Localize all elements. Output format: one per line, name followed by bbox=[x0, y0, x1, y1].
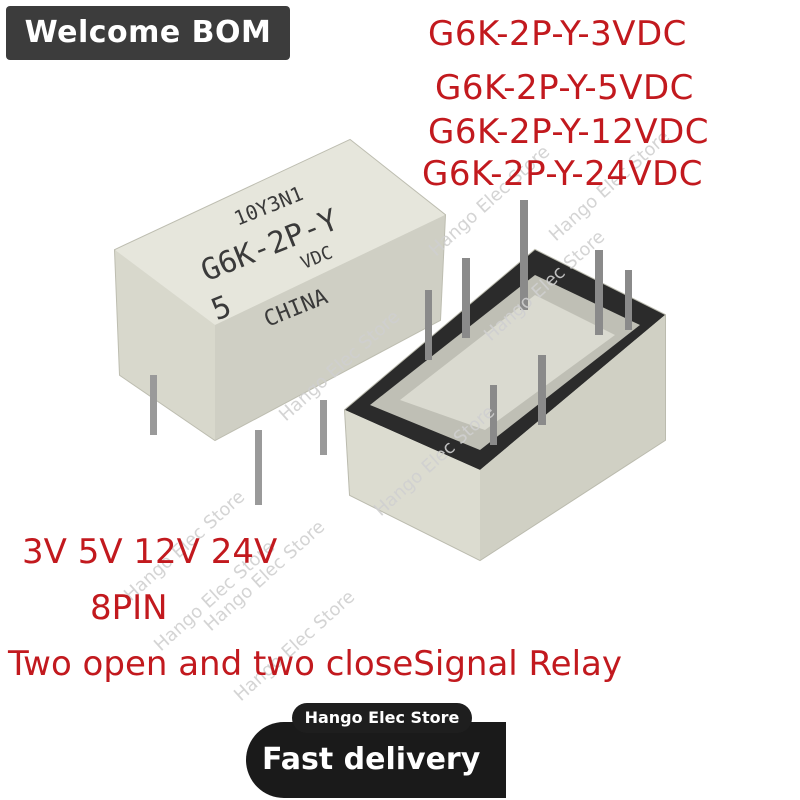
product-description: Two open and two closeSignal Relay bbox=[8, 644, 622, 684]
model-12vdc: G6K-2P-Y-12VDC bbox=[428, 112, 710, 152]
voltage-options: 3V 5V 12V 24V bbox=[22, 532, 278, 572]
pin-count: 8PIN bbox=[90, 588, 168, 628]
relay-left-body bbox=[113, 138, 447, 505]
relay-right-body bbox=[343, 200, 666, 562]
welcome-badge: Welcome BOM bbox=[6, 6, 290, 60]
store-name-pill: Hango Elec Store bbox=[292, 703, 472, 733]
model-3vdc: G6K-2P-Y-3VDC bbox=[428, 14, 687, 54]
fast-delivery-label: Fast delivery bbox=[262, 742, 481, 777]
model-5vdc: G6K-2P-Y-5VDC bbox=[435, 68, 694, 108]
promo-banner bbox=[246, 722, 506, 798]
promo-banner-dark bbox=[246, 722, 506, 798]
model-24vdc: G6K-2P-Y-24VDC bbox=[422, 154, 704, 194]
